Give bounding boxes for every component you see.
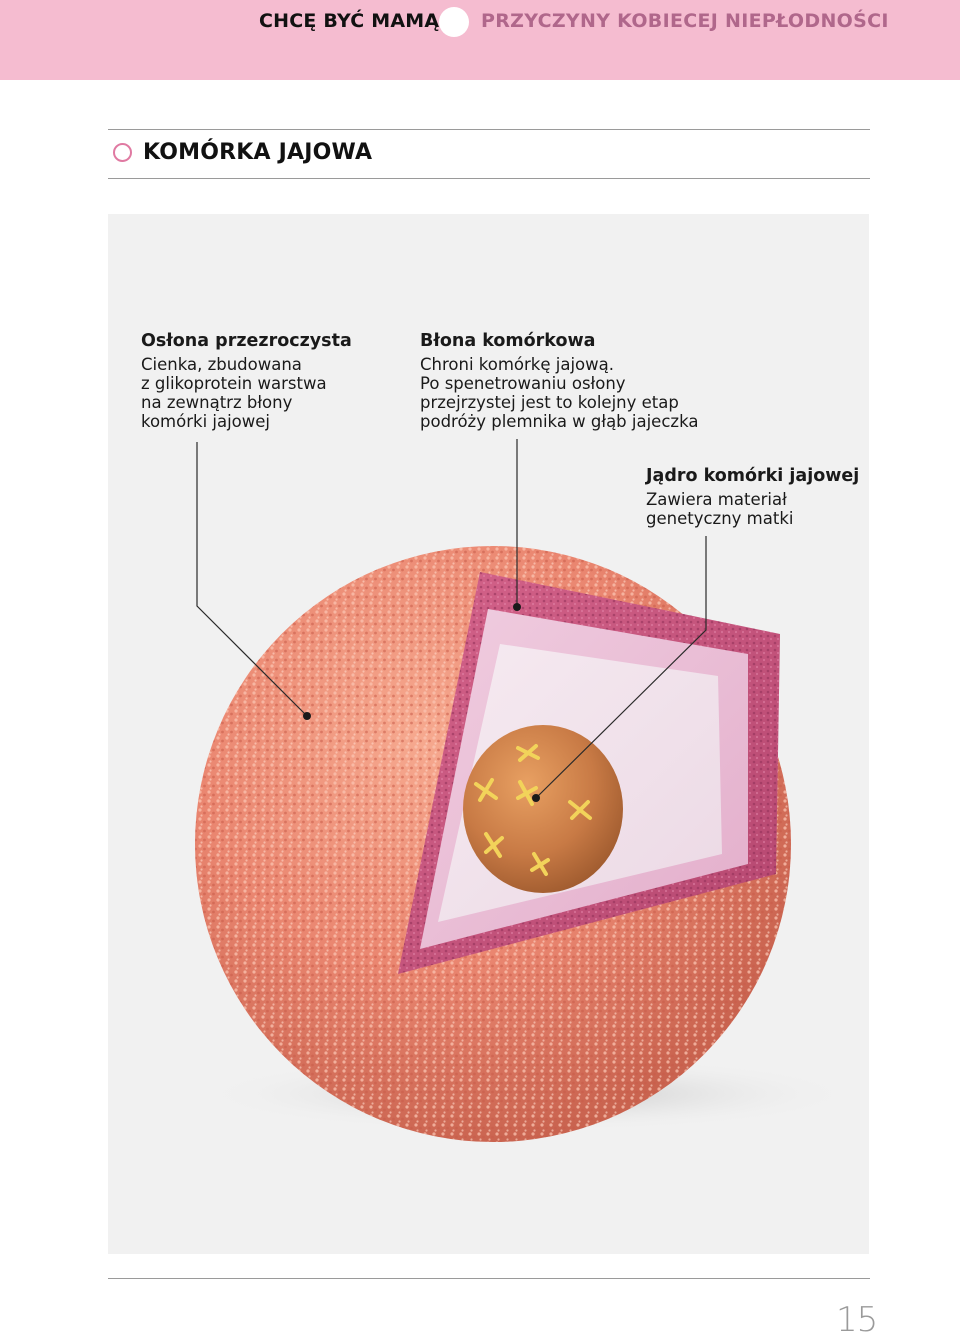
label-zona-pellucida-title: Osłona przezroczysta [141, 331, 352, 351]
leader-dot-membrane [513, 603, 521, 611]
label-nucleus: Jądro komórki jajowej Zawiera materiał g… [646, 466, 860, 529]
label-cell-membrane-line: przejrzystej jest to kolejny etap [420, 393, 679, 412]
section-heading: KOMÓRKA JAJOWA [113, 140, 372, 165]
chromosomes [474, 744, 592, 876]
header-band: CHCĘ BYĆ MAMĄ PRZYCZYNY KOBIECEJ NIEPŁOD… [0, 0, 960, 80]
section-title: KOMÓRKA JAJOWA [143, 140, 373, 165]
section-bottom-rule [108, 178, 870, 179]
leader-dot-zona [303, 712, 311, 720]
header-chapter-title: PRZYCZYNY KOBIECEJ NIEPŁODNOŚCI [481, 10, 889, 32]
nucleus [463, 725, 623, 893]
label-cell-membrane-line: Po spenetrowaniu osłony [420, 374, 626, 393]
egg-cell-illustration [195, 439, 858, 1142]
page-number: 15 [836, 1300, 878, 1337]
leader-dot-nucleus [532, 794, 540, 802]
label-zona-pellucida-line: z glikoprotein warstwa [141, 374, 327, 393]
header-book-title: CHCĘ BYĆ MAMĄ [259, 10, 440, 32]
label-zona-pellucida-line: Cienka, zbudowana [141, 355, 302, 374]
label-cell-membrane-title: Błona komórkowa [420, 331, 596, 351]
header-dot-icon [439, 7, 469, 37]
section-top-rule [108, 129, 870, 130]
label-nucleus-line: genetyczny matki [646, 509, 794, 528]
label-nucleus-line: Zawiera materiał [646, 490, 787, 509]
label-cell-membrane: Błona komórkowa Chroni komórkę jajową. P… [420, 331, 699, 432]
leader-lines [196, 439, 707, 799]
circle-bullet-icon [113, 143, 132, 162]
label-zona-pellucida: Osłona przezroczysta Cienka, zbudowana z… [141, 331, 352, 432]
label-zona-pellucida-line: na zewnątrz błony [141, 393, 293, 412]
label-cell-membrane-line: podróży plemnika w głąb jajeczka [420, 412, 699, 431]
egg-cell-illustration-panel [108, 214, 869, 1254]
label-zona-pellucida-line: komórki jajowej [141, 412, 271, 431]
label-nucleus-title: Jądro komórki jajowej [646, 466, 860, 486]
label-cell-membrane-line: Chroni komórkę jajową. [420, 355, 614, 374]
footer-rule [108, 1278, 870, 1279]
